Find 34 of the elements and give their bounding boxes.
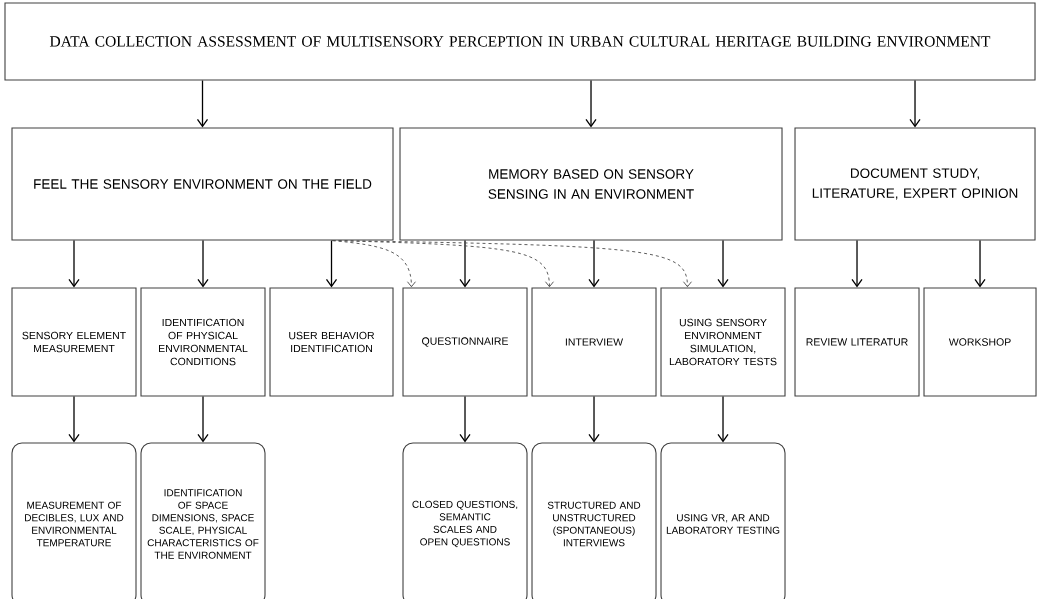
arrow — [588, 239, 600, 288]
arrow — [197, 239, 209, 288]
detail-box: USING VR, AR AND LABORATORY TESTING — [660, 442, 786, 599]
detail-box: CLOSED QUESTIONS, SEMANTIC SCALES AND OPEN QUESTIONS — [402, 442, 528, 599]
method-box: WORKSHOP — [923, 287, 1037, 397]
arrow — [68, 239, 80, 288]
method-box: INTERVIEW — [531, 287, 657, 397]
arrow — [588, 395, 600, 443]
method-box: IDENTIFICATION OF PHYSICAL ENVIRONMENTAL CONDITIONS — [140, 287, 266, 397]
dashed-arrow — [332, 240, 692, 288]
arrow — [717, 239, 729, 288]
title-box: DATA COLLECTION ASSESSMENT OF MULTISENSORY PERCEPTION IN URBAN CULTURAL HERITAGE BUILDING ENVIRONMENT — [4, 2, 1036, 81]
arrow — [851, 239, 863, 288]
method-box: USING SENSORY ENVIRONMENT SIMULATION, LABORATORY TESTS — [660, 287, 786, 397]
method-box: REVIEW LITERATUR — [794, 287, 920, 397]
arrow — [585, 79, 597, 128]
arrow — [974, 239, 986, 288]
arrow — [196, 79, 209, 128]
arrow — [717, 395, 729, 443]
detail-box: MEASUREMENT OF DECIBLES, LUX AND ENVIRONMENTAL TEMPERATURE — [11, 442, 137, 599]
category-box: FEEL THE SENSORY ENVIRONMENT ON THE FIELD — [11, 127, 394, 241]
arrow — [325, 239, 338, 288]
method-box: SENSORY ELEMENT MEASUREMENT — [11, 287, 137, 397]
arrow — [909, 79, 921, 128]
arrow — [68, 395, 80, 443]
arrow — [197, 395, 209, 443]
detail-box: IDENTIFICATION OF SPACE DIMENSIONS, SPACE SCALE, PHYSICAL CHARACTERISTICS OF THE ENVIRONMENT — [140, 442, 266, 599]
detail-box: STRUCTURED AND UNSTRUCTURED (SPONTANEOUS) INTERVIEWS — [531, 442, 657, 599]
method-box: USER BEHAVIOR IDENTIFICATION — [269, 287, 394, 397]
method-box: QUESTIONNAIRE — [402, 287, 528, 397]
category-box: MEMORY BASED ON SENSORY SENSING IN AN ENVIRONMENT — [399, 127, 783, 241]
arrow — [459, 239, 471, 288]
arrow — [459, 395, 471, 443]
category-box: DOCUMENT STUDY, LITERATURE, EXPERT OPINION — [794, 127, 1036, 241]
